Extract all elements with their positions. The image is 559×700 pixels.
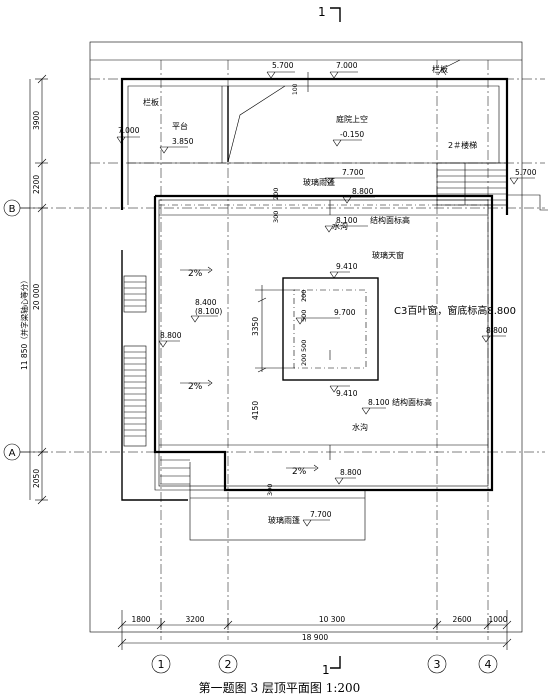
elevation-texts: 5.700 7.000 100 7.000 3.850 -0.150 5.700… — [118, 61, 537, 519]
dim-sky-200-2: 200 — [300, 354, 308, 366]
elev-5700-right: 5.700 — [515, 168, 537, 177]
dim-sky-200-1: 200 — [300, 290, 308, 302]
elev-8100-paren: (8.100) — [195, 307, 222, 316]
main-roof — [153, 194, 494, 492]
label-courtyard-void: 庭院上空 — [336, 114, 368, 124]
dim-100: 100 — [292, 83, 299, 95]
elev-7700-canopy: 7.700 — [342, 168, 364, 177]
elev-8400: 8.400 — [195, 298, 217, 307]
label-gutter-1: 水沟 — [332, 221, 348, 231]
dim-300-bottom: 300 — [266, 484, 274, 496]
axis-bubble-b: B — [3, 199, 21, 217]
section-mark-top-label: 1 — [318, 5, 326, 19]
section-mark-bottom: 1 — [322, 656, 341, 677]
label-gutter-2: 水沟 — [352, 422, 368, 432]
elev-7000-top: 7.000 — [336, 61, 358, 70]
label-slope-2: 2% — [188, 382, 203, 392]
slope-arrows — [180, 72, 331, 472]
dim-3900: 3900 — [32, 111, 41, 130]
bottom-dimensions — [117, 610, 512, 650]
elev-9410-top: 9.410 — [336, 262, 358, 271]
elev-8800-right: 8.800 — [486, 326, 508, 335]
elev-9700: 9.700 — [334, 308, 356, 317]
label-slope-1: 2% — [188, 269, 203, 279]
axis-bubble-a: A — [3, 443, 21, 461]
elevation-markers — [116, 59, 535, 527]
axis-bubble-4: 4 — [478, 654, 498, 674]
label-texts: 栏板 栏板 平台 庭院上空 2＃楼梯 玻璃雨篷 结构面标高 水沟 玻璃天窗 C3… — [143, 64, 516, 525]
elev-courtyard: -0.150 — [340, 130, 364, 139]
left-stairs — [121, 250, 191, 501]
left-dimensions — [20, 74, 48, 505]
label-struct-elev-1: 结构面标高 — [370, 215, 410, 225]
bottom-glass-canopy — [189, 489, 366, 541]
dim-10300: 10 300 — [319, 615, 345, 624]
axis-bubble-2: 2 — [218, 654, 238, 674]
label-c3-note: C3百叶窗，窗底标高8.800 — [394, 304, 516, 317]
svg-text:2: 2 — [225, 658, 232, 671]
svg-text:4: 4 — [485, 658, 492, 671]
elev-5700-top: 5.700 — [272, 61, 294, 70]
elev-7700-bottom: 7.700 — [310, 510, 332, 519]
bottom-dimension-texts: 1800 3200 10 300 2600 1000 18 900 — [131, 615, 507, 642]
elev-8100-struct-2: 8.100 — [368, 398, 390, 407]
elev-platform: 3.850 — [172, 137, 194, 146]
dim-300: 300 — [272, 211, 280, 223]
dim-3200: 3200 — [185, 615, 204, 624]
elev-8100-struct: 8.100 — [336, 216, 358, 225]
label-stair-2: 2＃楼梯 — [448, 140, 477, 150]
figure-caption: 第一题图 3 层顶平面图 1:200 — [198, 681, 361, 695]
svg-text:1: 1 — [158, 658, 165, 671]
label-railing-left: 栏板 — [143, 97, 159, 107]
dim-2200: 2200 — [32, 175, 41, 194]
dim-11850: 11 850（并字梁轴心等分） — [19, 276, 29, 370]
label-skylight: 玻璃天窗 — [372, 250, 404, 260]
dim-total-18900: 18 900 — [302, 633, 328, 642]
svg-text:B: B — [9, 204, 16, 215]
dim-20000: 20 000 — [32, 284, 41, 310]
section-mark-bottom-label: 1 — [322, 663, 330, 677]
label-slope-3: 2% — [292, 467, 307, 477]
dim-1000: 1000 — [488, 615, 507, 624]
elev-8800-b: 8.800 — [352, 187, 374, 196]
elev-7000-left: 7.000 — [118, 126, 140, 135]
label-platform: 平台 — [172, 121, 188, 131]
dim-200: 200 — [272, 188, 280, 200]
section-mark-top: 1 — [318, 5, 341, 22]
dim-1800: 1800 — [131, 615, 150, 624]
label-glass-canopy: 玻璃雨篷 — [303, 177, 335, 187]
building-outline — [89, 41, 523, 633]
dim-sky-500-2: 500 — [300, 340, 308, 352]
dim-2050: 2050 — [32, 469, 41, 488]
axis-bubble-3: 3 — [427, 654, 447, 674]
elev-9410-bottom: 9.410 — [336, 389, 358, 398]
skylight — [255, 277, 379, 381]
axis-bubble-1: 1 — [151, 654, 171, 674]
stair-2 — [436, 162, 548, 211]
dim-4150: 4150 — [251, 401, 260, 420]
inner-dimension-texts: 200 300 3350 4150 200 500 500 200 300 — [251, 188, 308, 496]
dim-2600: 2600 — [452, 615, 471, 624]
label-struct-elev-2: 结构面标高 — [392, 397, 432, 407]
dim-sky-500-1: 500 — [300, 310, 308, 322]
elev-8800-bottom: 8.800 — [340, 468, 362, 477]
left-dimension-texts: 3900 2200 20 000 11 850（并字梁轴心等分） 2050 — [19, 111, 41, 488]
dim-3350: 3350 — [251, 317, 260, 336]
svg-text:A: A — [9, 448, 16, 459]
svg-text:3: 3 — [434, 658, 441, 671]
label-railing-top: 栏板 — [432, 64, 448, 74]
elev-8800-left: 8.800 — [160, 331, 182, 340]
label-glass-canopy-bottom: 玻璃雨篷 — [268, 515, 300, 525]
